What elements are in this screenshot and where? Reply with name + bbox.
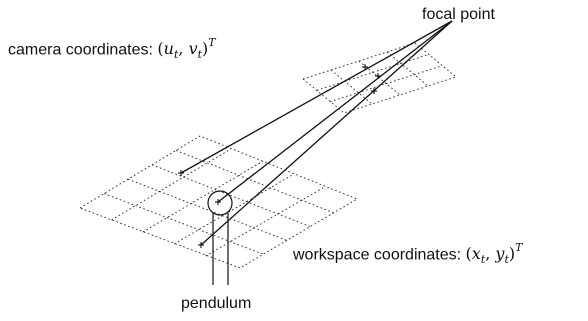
pendulum-shape (207, 190, 233, 285)
workspace-coordinates-label: workspace coordinates: (xt, yt)T (293, 241, 523, 267)
ray-camera-point (180, 20, 453, 174)
ray-workspace-point (200, 20, 453, 246)
image-point-marker-2 (375, 73, 381, 79)
point-markers (178, 64, 381, 248)
projection-rays (180, 20, 453, 246)
ray-pendulum-point (217, 20, 453, 203)
workspace-ground-plane (78, 135, 359, 269)
pendulum-point-marker (215, 199, 221, 205)
image-point-marker-3 (371, 88, 377, 94)
workspace-coordinates-text: workspace coordinates: (293, 246, 462, 264)
focal-point-label: focal point (422, 6, 495, 23)
workspace-coordinates-formula: (xt, yt)T (465, 241, 523, 267)
camera-point-marker (178, 170, 184, 176)
camera-coordinates-text: camera coordinates: (8, 41, 153, 59)
camera-coordinates-label: camera coordinates: (ut, vt)T (8, 36, 216, 62)
camera-coordinates-formula: (ut, vt)T (157, 36, 216, 62)
workspace-point-marker (198, 242, 204, 248)
camera-image-plane (302, 42, 457, 114)
pendulum-label: pendulum (181, 295, 252, 312)
image-point-marker-1 (362, 64, 368, 70)
